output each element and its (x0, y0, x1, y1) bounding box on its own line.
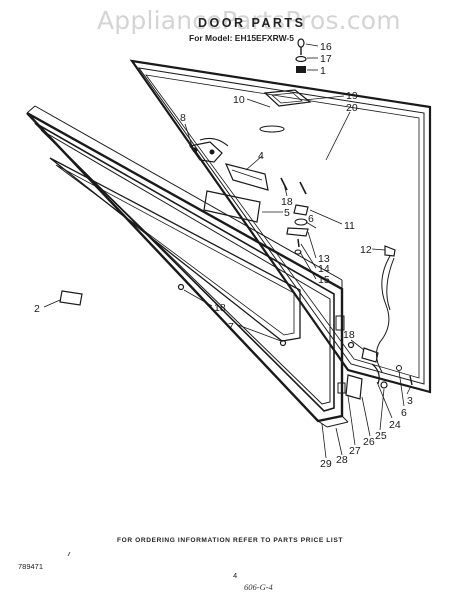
callout-5: 5 (284, 207, 290, 219)
callout-10: 10 (233, 94, 245, 106)
callout-24: 24 (389, 419, 401, 431)
callout-27: 27 (349, 445, 361, 457)
callout-12: 12 (360, 244, 372, 256)
callout-28: 28 (336, 454, 348, 466)
model-number: For Model: EH15EFXRW-5 (189, 33, 294, 43)
doc-mark (67, 551, 71, 557)
small-parts (59, 38, 413, 400)
callout-4: 4 (258, 150, 264, 162)
callout-numbers: 16 17 1 10 19 20 8 4 18 5 11 6 13 14 15 … (34, 41, 413, 470)
diagram-title: DOOR PARTS (198, 16, 306, 30)
callout-6-a: 6 (308, 213, 314, 225)
callout-11: 11 (344, 220, 355, 232)
callout-20: 20 (346, 102, 358, 114)
callout-14: 14 (318, 263, 330, 275)
document-number: 789471 (18, 562, 44, 571)
callout-15: 15 (318, 274, 330, 286)
callout-29: 29 (320, 458, 332, 470)
callout-3: 3 (407, 395, 413, 407)
callout-18-c: 18 (343, 329, 355, 341)
callout-16: 16 (320, 41, 332, 53)
callout-2: 2 (34, 303, 40, 315)
handwritten-stamp: 606-G-4 (244, 582, 273, 592)
callout-17: 17 (320, 53, 332, 65)
callout-13: 13 (318, 253, 330, 265)
callout-19: 19 (346, 90, 358, 102)
callout-8: 8 (180, 112, 186, 124)
callout-6-b: 6 (401, 407, 407, 419)
leader-lines (43, 43, 412, 459)
callout-18-a: 18 (281, 196, 293, 208)
page-number: 4 (233, 571, 238, 580)
callout-7: 7 (228, 321, 234, 333)
site-watermark: AppliancePartsPros.com (97, 6, 401, 35)
callout-1: 1 (320, 65, 326, 77)
callout-18-b: 18 (214, 302, 226, 314)
door-panel (26, 105, 349, 428)
callout-25: 25 (375, 430, 387, 442)
callout-26: 26 (363, 436, 375, 448)
ordering-note: FOR ORDERING INFORMATION REFER TO PARTS … (117, 537, 343, 544)
